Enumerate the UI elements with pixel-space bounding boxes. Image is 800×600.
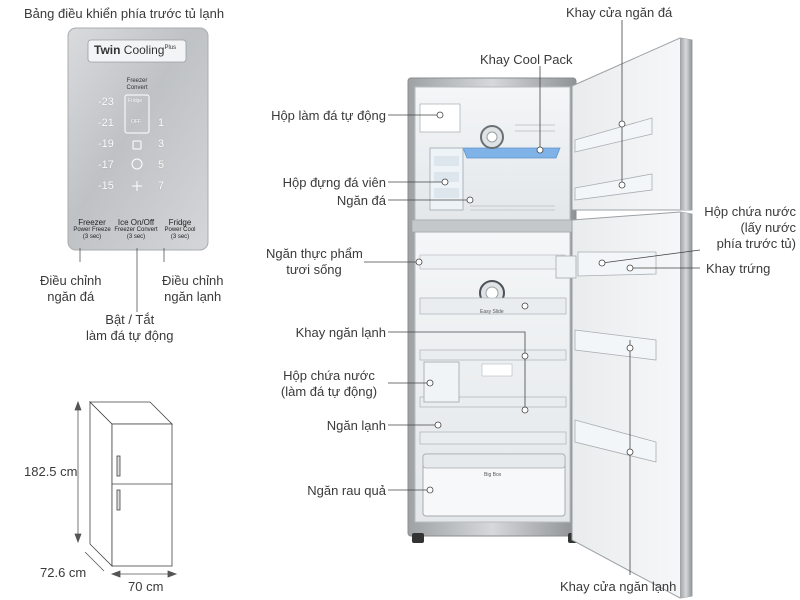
freezer-temp-value: -21 xyxy=(98,117,114,129)
fridge-mode-label: Fridge xyxy=(128,98,143,104)
off-label: OFF xyxy=(131,119,141,125)
fridge-door xyxy=(555,211,693,599)
label-water-tank: Hộp chứa nước (lấy nước phía trước tủ) xyxy=(704,204,796,251)
panel-button-hint: (3 sec) xyxy=(126,234,146,240)
dimension-depth: 72.6 cm xyxy=(40,565,87,580)
panel-button-title: Ice On/Off xyxy=(117,218,155,227)
label-cool-pack-tray: Khay Cool Pack xyxy=(480,52,573,67)
freezer-convert-label: Freezer Convert xyxy=(126,78,148,91)
label-vegetable: Ngăn rau quả xyxy=(307,483,386,498)
panel-button-sub: Power Cool xyxy=(164,227,196,233)
cool-pack-tray xyxy=(462,147,561,159)
fridge-temp-value: 1 xyxy=(158,117,165,129)
fridge-temp-value: 5 xyxy=(158,159,165,171)
panel-button-title: Fridge xyxy=(168,218,192,227)
label-fridge-door-tray: Khay cửa ngăn lạnh xyxy=(560,579,677,594)
freezer-temp-value: -17 xyxy=(98,159,114,171)
label-auto-ice-maker: Hộp làm đá tự động xyxy=(271,108,386,123)
brand-plus-text: Plus xyxy=(164,45,177,51)
shelf-3 xyxy=(419,396,567,408)
brand-twin: Twin CoolingPlus xyxy=(94,43,176,57)
brand-twin-text: Twin xyxy=(94,43,121,57)
label-fridge-tray: Khay ngăn lạnh xyxy=(295,325,386,340)
label-freezer-door-tray: Khay cửa ngăn đá xyxy=(566,5,673,20)
control-panel xyxy=(67,27,209,251)
ice-toggle-label: Bật / Tắt làm đá tự động xyxy=(86,312,174,343)
freezer-temp-value: -19 xyxy=(98,138,114,150)
dimension-height: 182.5 cm xyxy=(24,464,78,479)
label-auto-ice-water: Hộp chứa nước (làm đá tự động) xyxy=(280,368,378,399)
label-fresh-food: Ngăn thực phẩm tươi sống xyxy=(266,246,363,277)
fridge-leader-lines xyxy=(364,20,701,575)
shelf-1 xyxy=(419,297,567,315)
shelf-2 xyxy=(419,349,567,361)
fridge-adjust-label: Điều chỉnh ngăn lạnh xyxy=(162,273,224,304)
panel-button-hint: (3 sec) xyxy=(82,234,102,240)
control-panel-title: Bảng điều khiển phía trước tủ lạnh xyxy=(24,6,225,21)
big-box-text: Big Box xyxy=(484,472,502,478)
panel-button-hint: (3 sec) xyxy=(170,234,190,240)
label-egg-tray: Khay trứng xyxy=(706,261,771,276)
fridge-temp-value: 7 xyxy=(158,180,165,192)
freezer-temp-value: -15 xyxy=(98,180,114,192)
freezer-temp-value: -23 xyxy=(98,96,114,108)
leader-dots xyxy=(415,111,634,494)
shelf-4 xyxy=(419,431,567,445)
panel-button-sub: Power Freeze xyxy=(73,227,111,233)
label-fridge: Ngăn lạnh xyxy=(326,418,386,433)
fridge-temp-value: 3 xyxy=(158,138,165,150)
fridge-contents xyxy=(419,254,567,517)
label-ice-cube-box: Hộp đựng đá viên xyxy=(282,175,386,190)
panel-leader-lines xyxy=(79,248,165,312)
freezer-convert-box xyxy=(124,94,150,134)
temperature-icons xyxy=(131,140,143,191)
panel-button-title: Freezer xyxy=(78,218,106,227)
freezer-door xyxy=(571,37,693,211)
easy-slide-text: Easy Slide xyxy=(480,309,504,315)
dimension-width: 70 cm xyxy=(128,579,164,594)
dimension-lines xyxy=(74,400,178,578)
freezer-adjust-label: Điều chỉnh ngăn đá xyxy=(40,273,102,304)
label-freezer: Ngăn đá xyxy=(336,193,386,208)
panel-button-sub: Freezer Convert xyxy=(114,227,158,233)
brand-cooling-text: Cooling xyxy=(123,43,165,57)
dimension-fridge xyxy=(89,401,173,567)
brand-badge xyxy=(87,39,187,63)
